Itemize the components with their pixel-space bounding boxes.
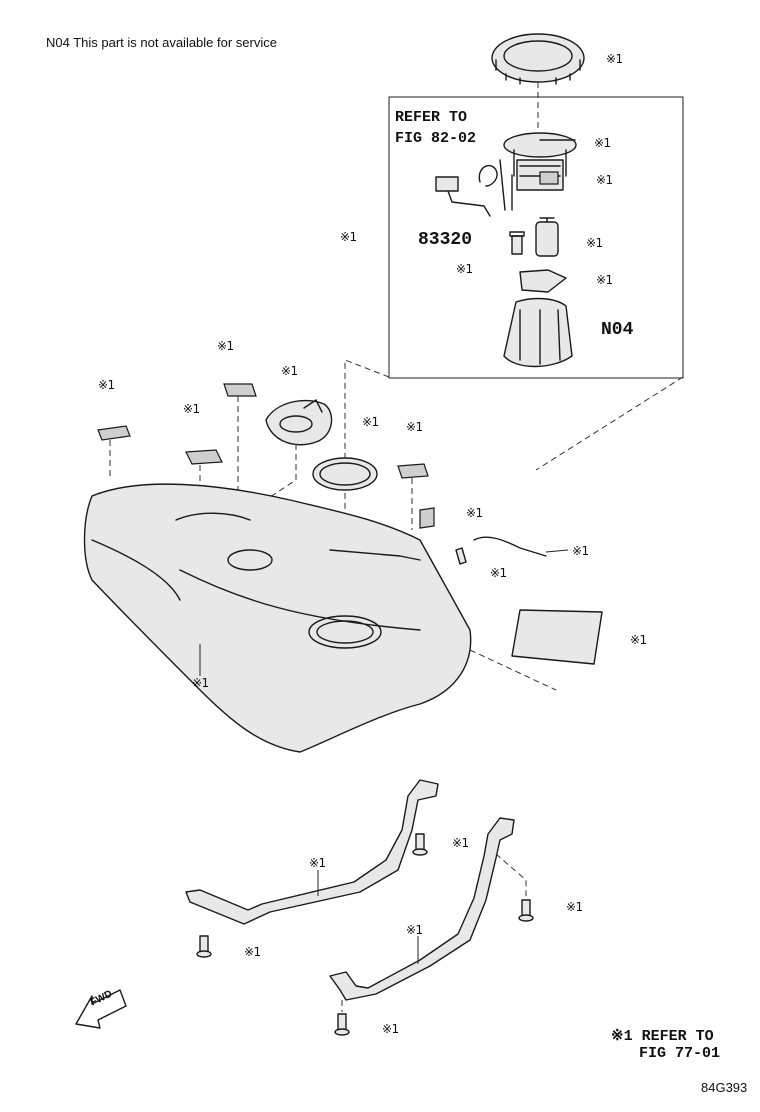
bolt-a-shape — [196, 935, 212, 958]
part-code-83320: 83320 — [418, 230, 473, 250]
bolt-c-shape — [518, 899, 534, 922]
callout-pad-b: ※1 — [217, 339, 234, 353]
header-note: N04 This part is not available for servi… — [46, 35, 277, 50]
reservoir-cup-shape — [503, 297, 573, 368]
callout-regulator: ※1 — [456, 262, 473, 276]
callout-clip: ※1 — [490, 566, 507, 580]
callout-bolt-d: ※1 — [382, 1022, 399, 1036]
clip-shape — [455, 547, 467, 565]
fuel-gauge-shape — [435, 164, 498, 217]
callout-pump-arrow: ※1 — [594, 136, 611, 150]
callout-ring: ※1 — [606, 52, 623, 66]
hose-shape — [473, 536, 547, 557]
refer-box-line1: REFER TO — [395, 109, 468, 126]
fwd-arrow-shape — [75, 989, 127, 1029]
pads-shapes — [97, 383, 435, 529]
callout-bolt-a: ※1 — [244, 945, 261, 959]
callout-pad-c: ※1 — [183, 402, 200, 416]
pump-assembly-box — [388, 96, 684, 379]
callout-cover: ※1 — [281, 364, 298, 378]
lock-ring-shape — [491, 33, 585, 85]
callout-hose: ※1 — [572, 544, 589, 558]
filter-shape — [535, 217, 559, 257]
regulator-shape — [509, 231, 525, 255]
callout-sheet: ※1 — [630, 633, 647, 647]
fuel-tank-shape — [83, 483, 472, 753]
plate-shape — [519, 269, 567, 293]
pump-head-shape — [499, 132, 577, 211]
callout-gasket: ※1 — [362, 415, 379, 429]
callout-pump-body: ※1 — [596, 173, 613, 187]
callout-plate: ※1 — [596, 273, 613, 287]
insulator-sheet-shape — [511, 609, 603, 665]
tank-band-a-shape — [185, 779, 439, 925]
gasket-shape — [312, 457, 378, 491]
part-code-n04: N04 — [601, 320, 634, 340]
callout-bolt-b: ※1 — [452, 836, 469, 850]
callout-pad-a: ※1 — [98, 378, 115, 392]
callout-tank: ※1 — [192, 676, 209, 690]
callout-assembly: ※1 — [340, 230, 357, 244]
callout-pad-e: ※1 — [466, 506, 483, 520]
cover-shape — [265, 399, 333, 446]
callout-band-a: ※1 — [309, 856, 326, 870]
tank-band-b-shape — [329, 817, 515, 1001]
bolt-d-shape — [334, 1013, 350, 1036]
refer-box-line2: FIG 82-02 — [395, 130, 477, 147]
legend-line2: FIG 77-01 — [639, 1045, 721, 1062]
legend-line1: ※1 REFER TO — [611, 1028, 714, 1045]
diagram-id: 84G393 — [701, 1080, 748, 1095]
callout-bolt-c: ※1 — [566, 900, 583, 914]
callout-pad-d: ※1 — [406, 420, 423, 434]
callout-band-b: ※1 — [406, 923, 423, 937]
callout-filter: ※1 — [586, 236, 603, 250]
bolt-b-shape — [412, 833, 428, 856]
